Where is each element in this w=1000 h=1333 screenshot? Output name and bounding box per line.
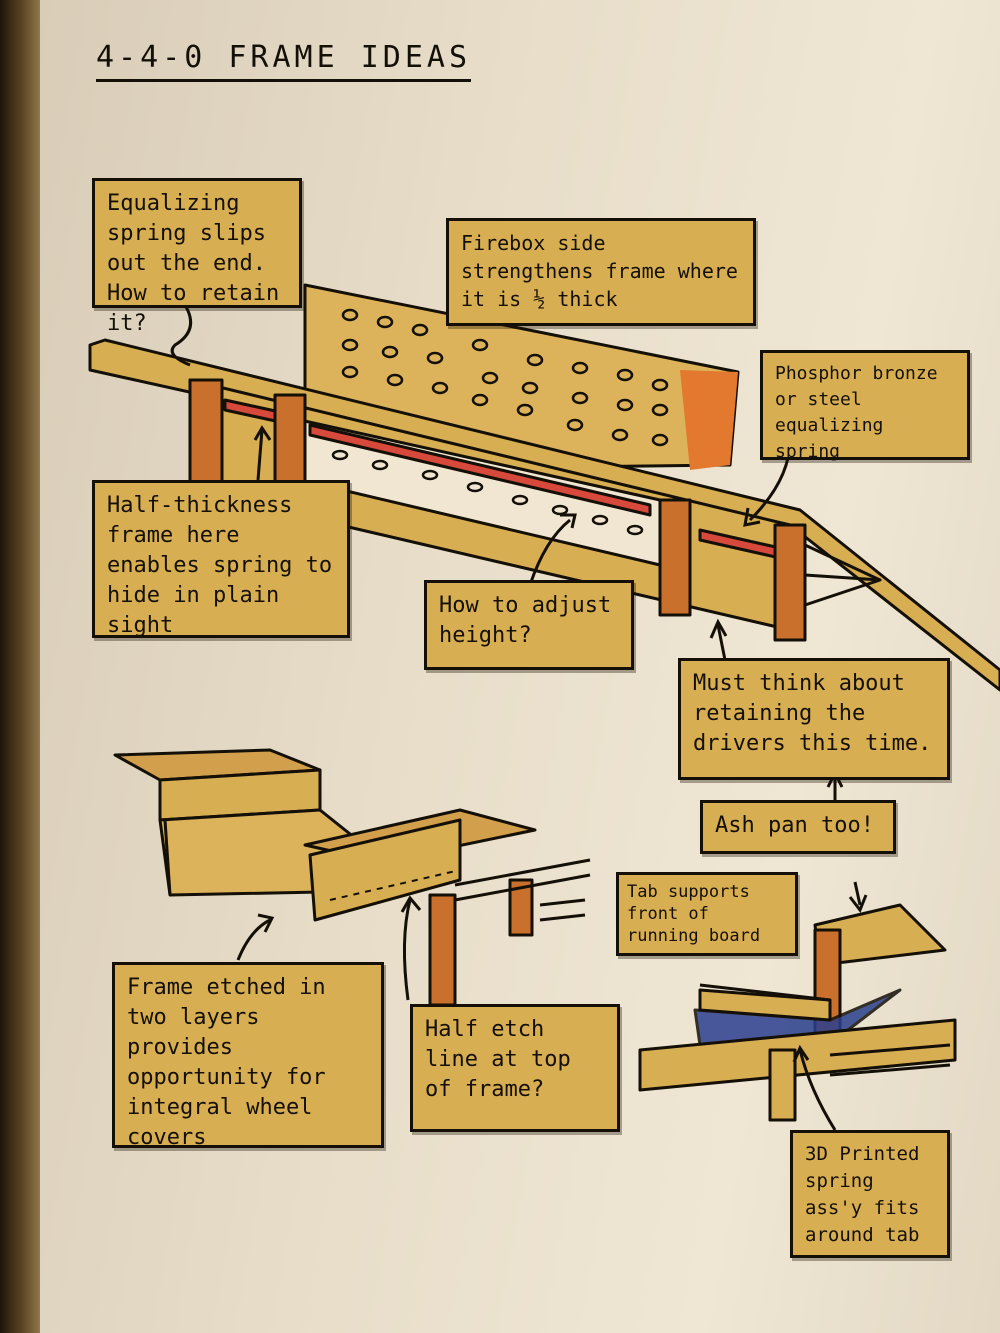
etched-leg-2 <box>508 878 534 937</box>
frame-side-panel <box>308 818 462 922</box>
frame-leg-4 <box>773 523 807 642</box>
frame-leg-3 <box>658 498 692 617</box>
note-adjust-height: How to adjust height? <box>424 580 634 670</box>
note-ash-pan: Ash pan too! <box>700 800 896 854</box>
note-equalizing-spring: Equalizing spring slips out the end. How… <box>92 178 302 336</box>
note-frame-etched: Frame etched in two layers provides oppo… <box>112 962 384 1150</box>
note-half-thickness: Half-thickness frame here enables spring… <box>92 480 350 638</box>
firebox-rivets <box>341 308 669 447</box>
note-tab-supports: Tab supports front of running board <box>616 872 798 956</box>
arrow-icon <box>170 304 868 1131</box>
note-firebox: Firebox side strengthens frame where it … <box>446 218 756 326</box>
etched-leg-1 <box>428 893 457 1007</box>
note-drivers: Must think about retaining the drivers t… <box>678 658 950 780</box>
note-phosphor-bronze: Phosphor bronze or steel equalizing spri… <box>760 350 970 462</box>
page-title: 4-4-0 FRAME IDEAS <box>96 40 472 82</box>
equalizing-spring-red <box>308 423 652 517</box>
frame-leg-1 <box>188 378 224 497</box>
note-half-etch: Half etch line at top of frame? <box>410 1004 620 1132</box>
frame-sketch-top <box>88 283 1000 692</box>
slot-holes <box>331 449 644 536</box>
front-truss <box>803 543 882 607</box>
note-printed-spring: 3D Printed spring ass'y fits around tab <box>790 1130 950 1258</box>
frame-sketch-bottom <box>113 748 591 1007</box>
firebox-orange-patch <box>680 370 738 470</box>
